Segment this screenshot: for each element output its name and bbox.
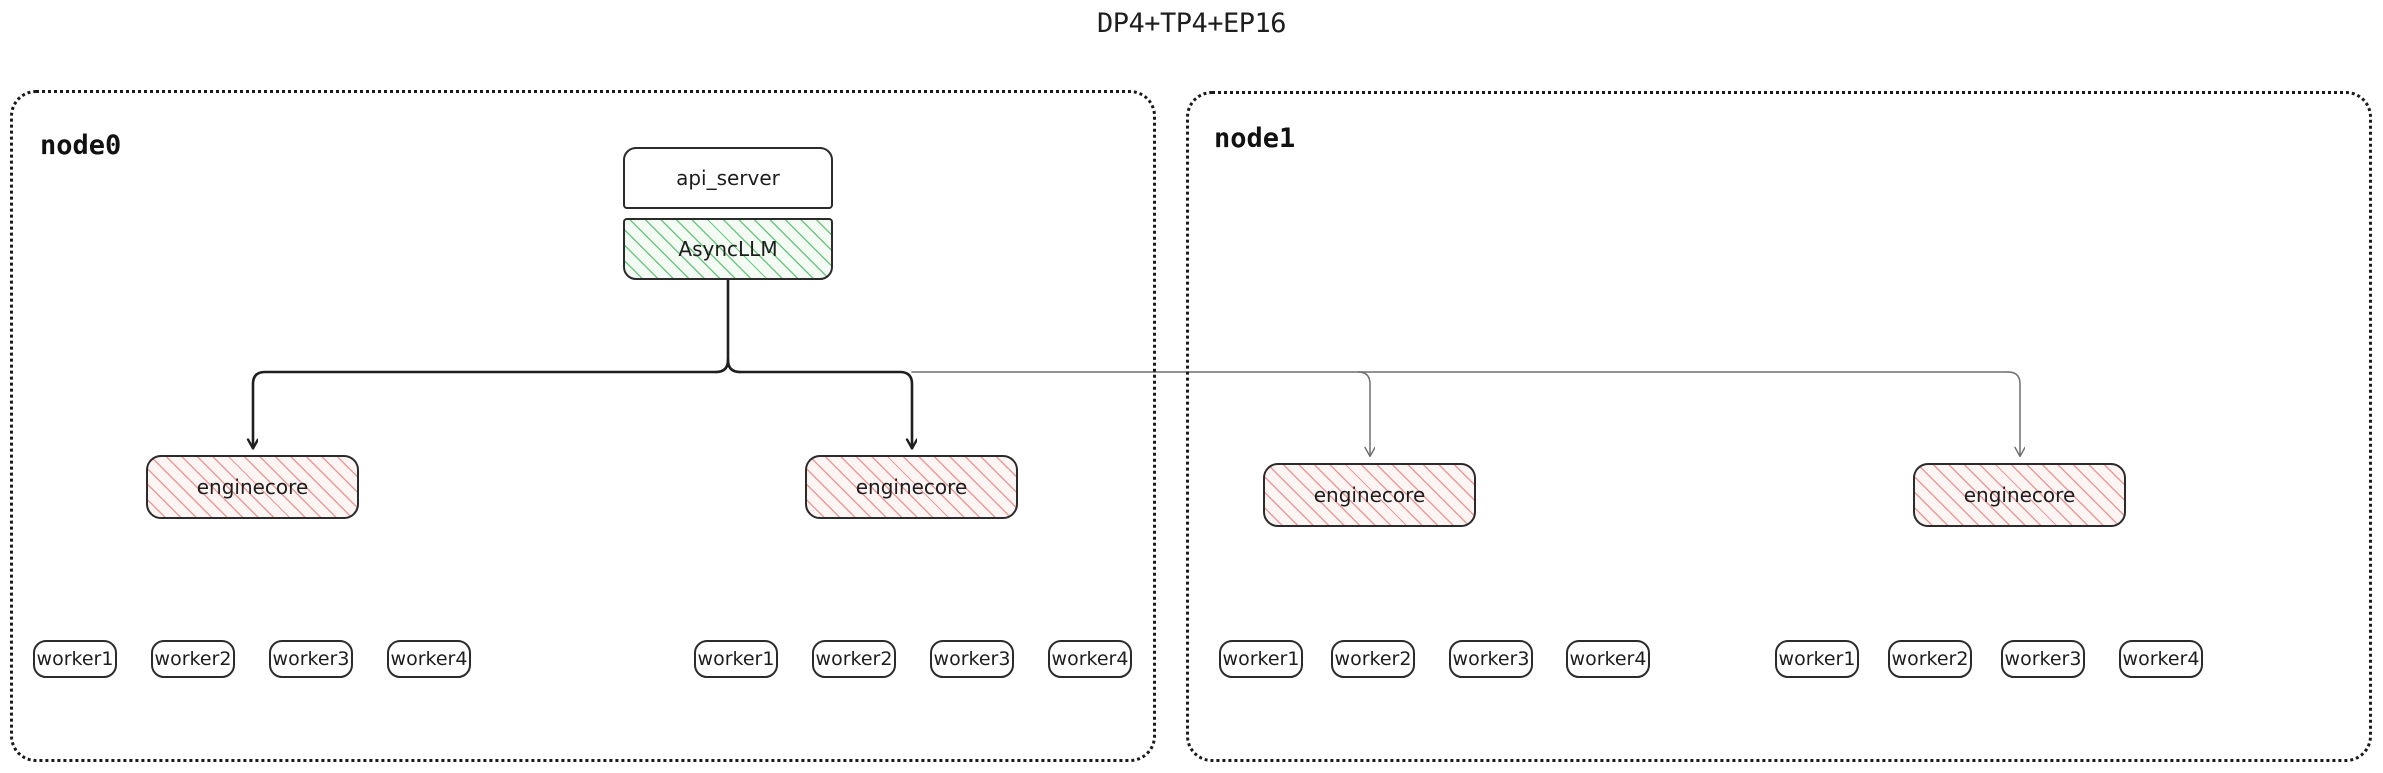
node-container-node0 (10, 90, 1156, 762)
worker-box[interactable]: worker3 (930, 640, 1014, 678)
worker-label: worker1 (1778, 647, 1856, 670)
enginecore-box-node1-0[interactable]: enginecore (1263, 463, 1476, 527)
worker-box[interactable]: worker1 (694, 640, 778, 678)
page-title: DP4+TP4+EP16 (1096, 8, 1287, 39)
worker-label: worker2 (154, 647, 232, 670)
worker-label: worker3 (1452, 647, 1530, 670)
worker-box[interactable]: worker4 (2119, 640, 2203, 678)
worker-box[interactable]: worker2 (151, 640, 235, 678)
async-llm-label: AsyncLLM (678, 237, 778, 261)
node-label-node1: node1 (1214, 123, 1296, 154)
worker-label: worker4 (1051, 647, 1129, 670)
worker-label: worker4 (1569, 647, 1647, 670)
async-llm-box[interactable]: AsyncLLM (623, 218, 833, 280)
worker-label: worker4 (390, 647, 468, 670)
worker-label: worker3 (2004, 647, 2082, 670)
worker-box[interactable]: worker3 (1449, 640, 1533, 678)
worker-box[interactable]: worker2 (1888, 640, 1972, 678)
worker-box[interactable]: worker4 (1566, 640, 1650, 678)
worker-label: worker3 (272, 647, 350, 670)
node-container-node1 (1186, 91, 2372, 762)
worker-label: worker1 (1222, 647, 1300, 670)
worker-label: worker2 (1891, 647, 1969, 670)
enginecore-label: enginecore (1963, 483, 2076, 507)
worker-box[interactable]: worker4 (387, 640, 471, 678)
worker-box[interactable]: worker2 (1331, 640, 1415, 678)
worker-box[interactable]: worker4 (1048, 640, 1132, 678)
worker-label: worker1 (697, 647, 775, 670)
enginecore-label: enginecore (196, 475, 309, 499)
worker-box[interactable]: worker1 (33, 640, 117, 678)
enginecore-box-node0-1[interactable]: enginecore (805, 455, 1018, 519)
worker-box[interactable]: worker1 (1775, 640, 1859, 678)
api-server-box[interactable]: api_server (623, 147, 833, 209)
worker-label: worker3 (933, 647, 1011, 670)
node-label-node0: node0 (40, 130, 122, 161)
worker-box[interactable]: worker1 (1219, 640, 1303, 678)
worker-box[interactable]: worker3 (2001, 640, 2085, 678)
worker-label: worker2 (1334, 647, 1412, 670)
worker-box[interactable]: worker3 (269, 640, 353, 678)
worker-label: worker2 (815, 647, 893, 670)
api-server-label: api_server (676, 166, 780, 190)
worker-label: worker1 (36, 647, 114, 670)
enginecore-label: enginecore (1313, 483, 1426, 507)
worker-label: worker4 (2122, 647, 2200, 670)
worker-box[interactable]: worker2 (812, 640, 896, 678)
enginecore-box-node1-1[interactable]: enginecore (1913, 463, 2126, 527)
enginecore-label: enginecore (855, 475, 968, 499)
enginecore-box-node0-0[interactable]: enginecore (146, 455, 359, 519)
